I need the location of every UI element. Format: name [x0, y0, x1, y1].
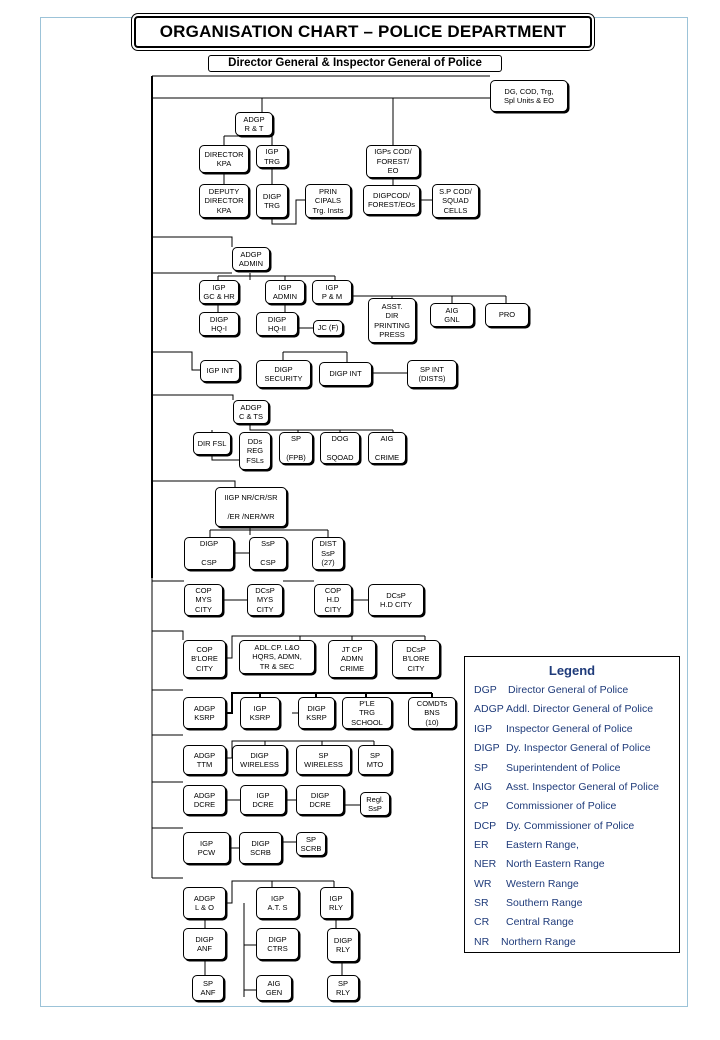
node-adgp-dcre[interactable]: ADGP DCRE — [183, 785, 226, 815]
node-sp-mto[interactable]: SP MTO — [358, 745, 392, 775]
node-digp-rly[interactable]: DIGP RLY — [327, 928, 359, 962]
legend-title: Legend — [548, 663, 596, 678]
node-adgp-ttm[interactable]: ADGP TTM — [183, 745, 226, 775]
node-digp-dcre[interactable]: DIGP DCRE — [296, 785, 344, 815]
node-sp-fpb[interactable]: SP (FPB) — [279, 432, 313, 464]
node-jt-cp[interactable]: JT CP ADMN CRIME — [328, 640, 376, 678]
node-igp-rly[interactable]: IGP RLY — [320, 887, 352, 919]
node-dcsp-hd[interactable]: DCsP H.D CITY — [368, 584, 424, 616]
node-sp-anf[interactable]: SP ANF — [192, 975, 224, 1001]
node-aig-gen[interactable]: AIG GEN — [256, 975, 292, 1001]
node-jc-f[interactable]: JC (F) — [313, 320, 343, 336]
node-digp-int[interactable]: DIGP INT — [319, 362, 372, 386]
node-sp-scrb[interactable]: SP SCRB — [296, 832, 326, 856]
node-dog-squad[interactable]: DOG SQOAD — [320, 432, 360, 464]
node-igp-ksrp[interactable]: IGP KSRP — [240, 697, 280, 729]
node-adgp-admin[interactable]: ADGP ADMIN — [232, 247, 270, 271]
node-aig-gnl[interactable]: AIG GNL — [430, 303, 474, 327]
node-digp-ctrs[interactable]: DIGP CTRS — [256, 928, 299, 960]
node-igp-pm[interactable]: IGP P & M — [312, 280, 352, 304]
node-digp-wireless[interactable]: DIGP WIRELESS — [232, 745, 287, 775]
node-dgp[interactable]: Director General & Inspector General of … — [208, 55, 502, 72]
node-adgp-ksrp[interactable]: ADGP KSRP — [183, 697, 226, 729]
node-digp-ksrp[interactable]: DIGP KSRP — [298, 697, 335, 729]
node-igp-int[interactable]: IGP INT — [200, 360, 240, 382]
node-dcsp-blore[interactable]: DCsP B'LORE CITY — [392, 640, 440, 678]
node-dg-cod[interactable]: DG, COD, Trg, Spl Units & EO — [490, 80, 568, 112]
node-igp-dcre[interactable]: IGP DCRE — [240, 785, 286, 815]
node-igp-ranges[interactable]: IIGP NR/CR/SR /ER /NER/WR — [215, 487, 287, 527]
node-digp-hq1[interactable]: DIGP HQ-I — [199, 312, 239, 336]
node-igp-admin[interactable]: IGP ADMIN — [265, 280, 305, 304]
node-igp-trg[interactable]: IGP TRG — [256, 145, 288, 168]
node-igp-pcw[interactable]: IGP PCW — [183, 832, 230, 864]
node-adgp-rt[interactable]: ADGP R & T — [235, 112, 273, 136]
node-digp-csp[interactable]: DIGP CSP — [184, 537, 234, 570]
node-addl-cp[interactable]: ADL.CP. L&O HQRS, ADMN, TR & SEC — [239, 640, 315, 674]
node-cop-blore[interactable]: COP B'LORE CITY — [183, 640, 226, 678]
node-digp-trg[interactable]: DIGP TRG — [256, 184, 288, 218]
node-igp-cod[interactable]: IGPs COD/ FOREST/ EO — [366, 145, 420, 178]
node-dcsp-mys[interactable]: DCsP MYS CITY — [247, 584, 283, 616]
node-sp-wireless[interactable]: SP WIRELESS — [296, 745, 351, 775]
node-pro[interactable]: PRO — [485, 303, 529, 327]
chart-title: ORGANISATION CHART – POLICE DEPARTMENT — [134, 16, 592, 48]
node-cop-mys[interactable]: COP MYS CITY — [184, 584, 223, 616]
node-sp-cod[interactable]: S.P COD/ SQUAD CELLS — [432, 184, 479, 218]
node-digp-scrb[interactable]: DIGP SCRB — [239, 832, 282, 864]
node-digp-anf[interactable]: DIGP ANF — [183, 928, 226, 960]
node-dist-ssp[interactable]: DIST SsP (27) — [312, 537, 344, 570]
node-adgp-lo[interactable]: ADGP L & O — [183, 887, 226, 919]
node-sp-rly[interactable]: SP RLY — [327, 975, 359, 1001]
node-deputy-director-kpa[interactable]: DEPUTY DIRECTOR KPA — [199, 184, 249, 218]
node-comdts-bns[interactable]: COMDTs BNS (10) — [408, 697, 456, 729]
node-dir-fsl[interactable]: DIR FSL — [193, 432, 231, 455]
node-dds-reg-fsls[interactable]: DDs REG FSLs — [239, 432, 271, 470]
node-asst-dir-printing-press[interactable]: ASST. DIR PRINTING PRESS — [368, 298, 416, 343]
node-aig-crime[interactable]: AIG CRIME — [368, 432, 406, 464]
node-digp-hq2[interactable]: DIGP HQ-II — [256, 312, 298, 336]
node-ple-trg-school[interactable]: P'LE TRG SCHOOL — [342, 697, 392, 729]
node-adgp-cts[interactable]: ADGP C & TS — [233, 400, 269, 424]
node-director-kpa[interactable]: DIRECTOR KPA — [199, 145, 249, 173]
node-ssp-csp[interactable]: SsP CSP — [249, 537, 287, 570]
node-sp-int[interactable]: SP INT (DISTS) — [407, 360, 457, 388]
node-digp-cod[interactable]: DIGPCOD/ FOREST/EOs — [363, 185, 420, 215]
node-igp-ats[interactable]: IGP A.T. S — [256, 887, 299, 919]
node-igp-gc-hr[interactable]: IGP GC & HR — [199, 280, 239, 304]
node-principals[interactable]: PRIN CIPALS Trg. Insts — [305, 184, 351, 218]
node-digp-security[interactable]: DIGP SECURITY — [256, 360, 311, 388]
node-cop-hd[interactable]: COP H.D CITY — [314, 584, 352, 616]
node-regl-ssp[interactable]: Regl. SsP — [360, 792, 390, 816]
